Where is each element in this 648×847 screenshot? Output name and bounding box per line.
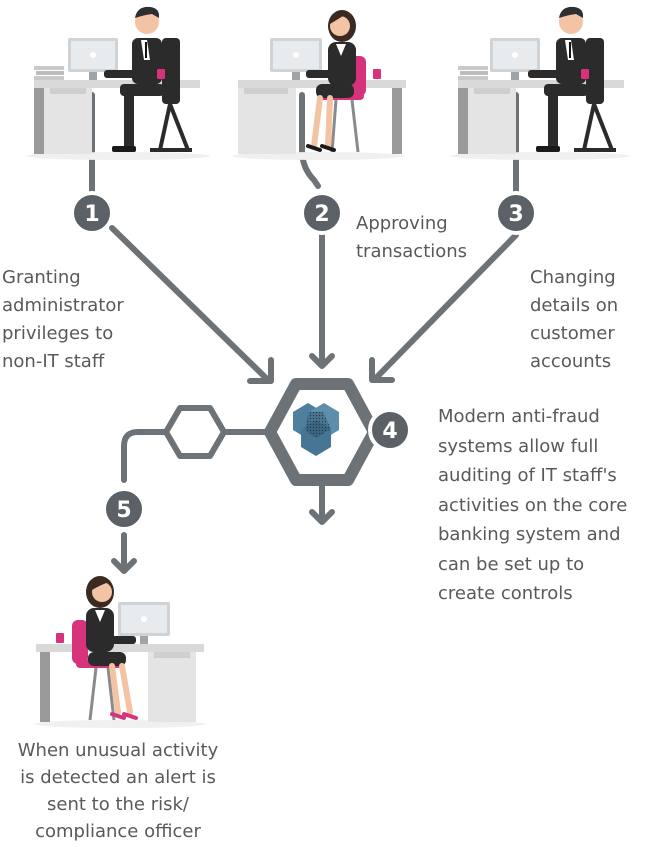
anti-fraud-logo-icon: [293, 403, 339, 456]
badge-3-number: 3: [508, 202, 523, 227]
badge-2: 2: [300, 191, 344, 235]
step-3-label: Changing details on customer accounts: [530, 267, 619, 372]
arrow-out-head: [309, 509, 335, 525]
badge-4-number: 4: [382, 419, 397, 444]
arrow-3-shaft: [373, 232, 519, 381]
officer-path-upper: [121, 429, 169, 483]
arrow-5-head: [111, 558, 137, 574]
it-staff-desk-3-illustration: [450, 6, 630, 160]
step-1-label: Granting administrator privileges to non…: [2, 267, 124, 372]
arrow-3-head: [369, 357, 395, 383]
connector-desk-2: [299, 92, 321, 189]
step-2-label: Approving transactions: [356, 213, 468, 262]
step-5-label: When unusual activity is detected an ale…: [17, 740, 219, 842]
badge-5: 5: [102, 487, 146, 531]
badge-3: 3: [494, 191, 538, 235]
badge-1-number: 1: [84, 202, 99, 227]
it-staff-desk-2-illustration: [232, 10, 406, 160]
arrow-1-shaft: [109, 225, 271, 383]
badge-1: 1: [70, 191, 114, 235]
badge-4: 4: [368, 408, 412, 452]
relay-hexagon: [163, 405, 227, 459]
connector-lines: [89, 92, 519, 574]
arrow-1-head: [247, 357, 274, 384]
badge-2-number: 2: [314, 202, 329, 227]
badge-5-number: 5: [116, 498, 131, 523]
compliance-officer-illustration: [34, 576, 206, 728]
arrow-2-head: [309, 353, 335, 369]
step-4-label: Modern anti-fraud systems allow full aud…: [438, 406, 628, 604]
it-staff-desk-1-illustration: [26, 6, 210, 160]
